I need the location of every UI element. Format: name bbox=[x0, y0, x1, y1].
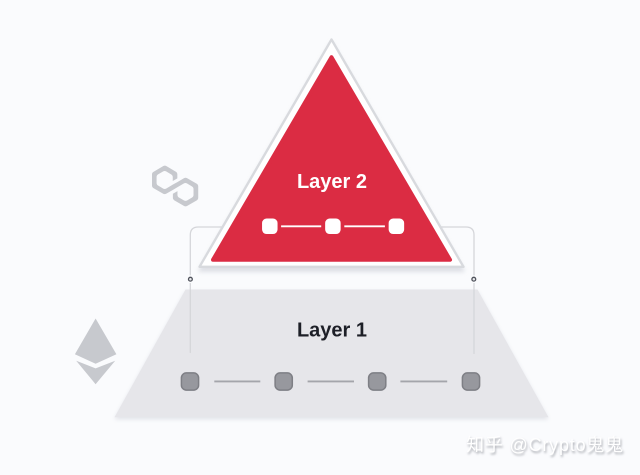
svg-text:Layer 1: Layer 1 bbox=[297, 320, 367, 342]
svg-text:Layer 2: Layer 2 bbox=[297, 171, 367, 193]
